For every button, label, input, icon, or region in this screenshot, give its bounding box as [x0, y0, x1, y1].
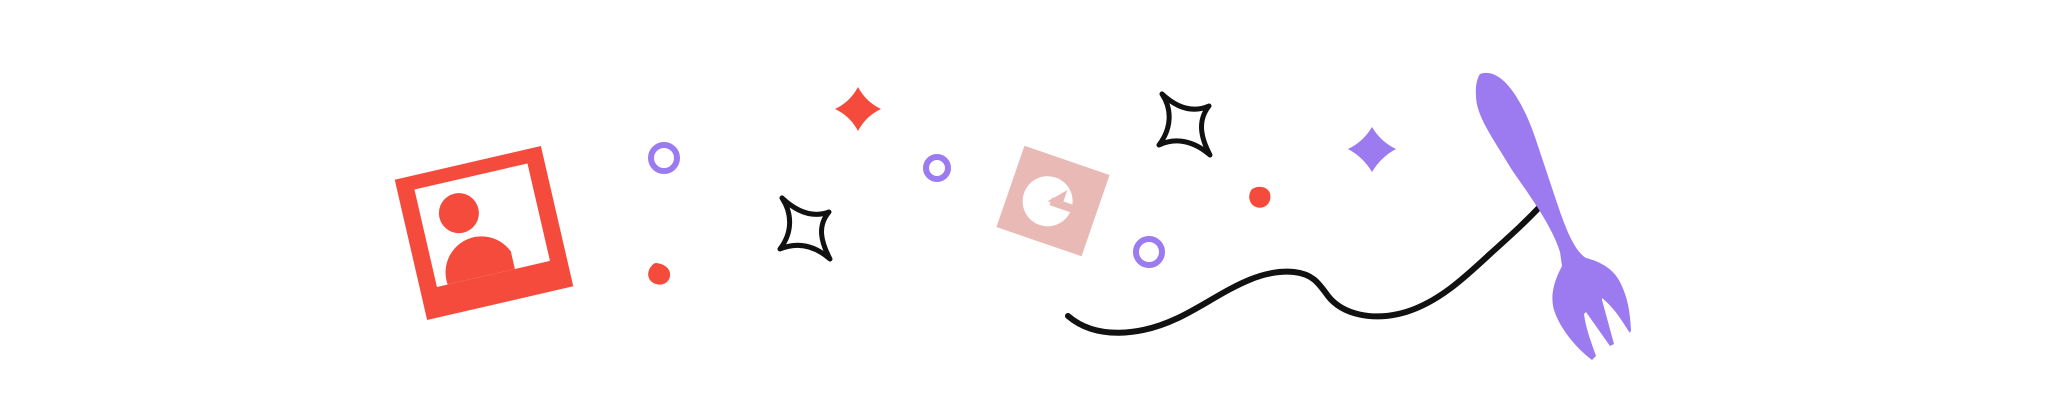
sparkle-outline-icon — [777, 195, 833, 262]
red-sparkle-icon — [835, 87, 881, 131]
purple-sparkle-icon — [1348, 127, 1396, 172]
wavy-line-icon — [1065, 197, 1549, 336]
photo-icon — [394, 145, 574, 321]
pink-card-icon — [996, 145, 1110, 257]
red-dot-icon — [648, 263, 671, 285]
sparkle-outline-icon-2 — [1156, 91, 1213, 158]
purple-ring-icon — [648, 142, 680, 174]
purple-ring-lower-icon — [1133, 236, 1165, 268]
purple-small-ring-icon — [923, 154, 951, 182]
fork-icon — [1475, 72, 1631, 360]
red-dot-icon-2 — [1249, 186, 1271, 208]
